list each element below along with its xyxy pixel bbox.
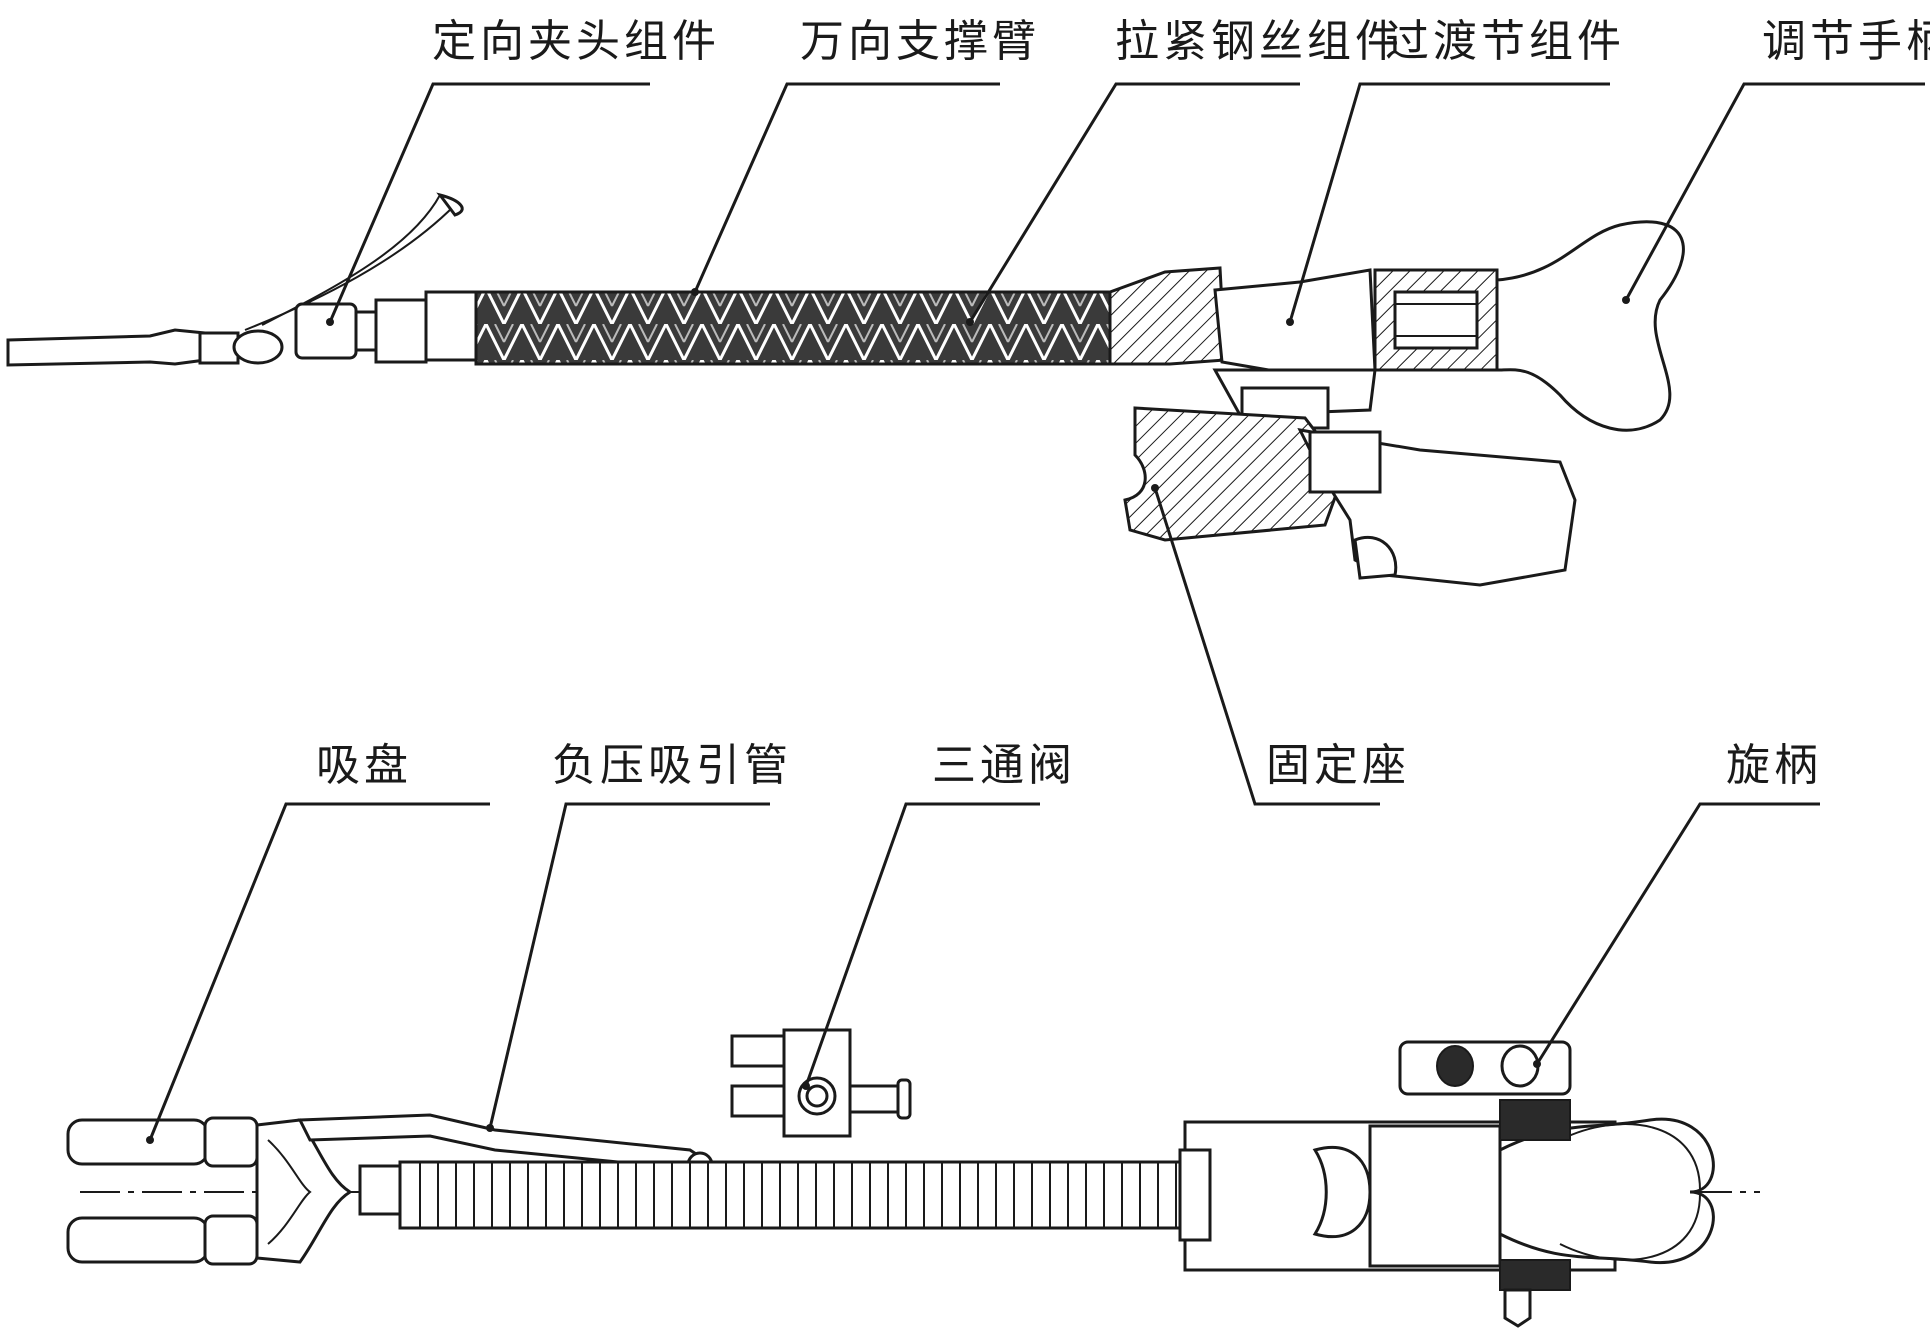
label-handle: 调节手柄 — [1762, 16, 1930, 67]
leader-directional-clamp — [328, 82, 650, 323]
label-suction-cup: 吸盘 — [316, 740, 412, 791]
leader-transition — [1288, 82, 1610, 323]
leader-three-way-valve — [804, 802, 1040, 1087]
suction-cup-part — [66, 1116, 402, 1266]
label-universal-arm: 万向支撑臂 — [800, 16, 1040, 67]
labels: 定向夹头组件 万向支撑臂 拉紧钢丝组件 过渡节组件 调节手柄 固定座 吸盘 负压… — [316, 16, 1930, 791]
leader-handle — [1624, 82, 1925, 301]
corrugated-tube — [398, 1160, 1182, 1230]
label-fixed-base: 固定座 — [1266, 740, 1410, 791]
transition-insert — [1373, 268, 1499, 372]
universal-arm-part — [474, 290, 1118, 366]
label-tension-wire: 拉紧钢丝组件 — [1115, 16, 1403, 67]
transition-part — [1213, 268, 1377, 374]
label-three-way-valve: 三通阀 — [932, 740, 1076, 791]
knob-housing-part — [1178, 1040, 1715, 1328]
leader-fixed-base — [1153, 487, 1380, 806]
label-vacuum-tube: 负压吸引管 — [552, 740, 792, 791]
leader-tension-wire — [968, 82, 1300, 323]
leader-lines — [146, 82, 1925, 1144]
adjust-handle-part — [1495, 220, 1685, 432]
top-assembly — [6, 192, 1685, 587]
three-way-valve-part — [730, 1028, 912, 1138]
leader-knob — [1535, 802, 1820, 1065]
bottom-assembly — [66, 1028, 1760, 1328]
leader-universal-arm — [693, 82, 1000, 293]
leader-suction-cup — [148, 802, 490, 1141]
label-directional-clamp: 定向夹头组件 — [432, 16, 720, 67]
fixed-base-part — [1123, 368, 1577, 587]
label-transition: 过渡节组件 — [1385, 16, 1625, 67]
leader-vacuum-tube — [488, 802, 770, 1129]
label-knob: 旋柄 — [1726, 740, 1822, 791]
tension-wire-part — [1108, 266, 1227, 366]
directional-clamp-part — [6, 192, 478, 367]
